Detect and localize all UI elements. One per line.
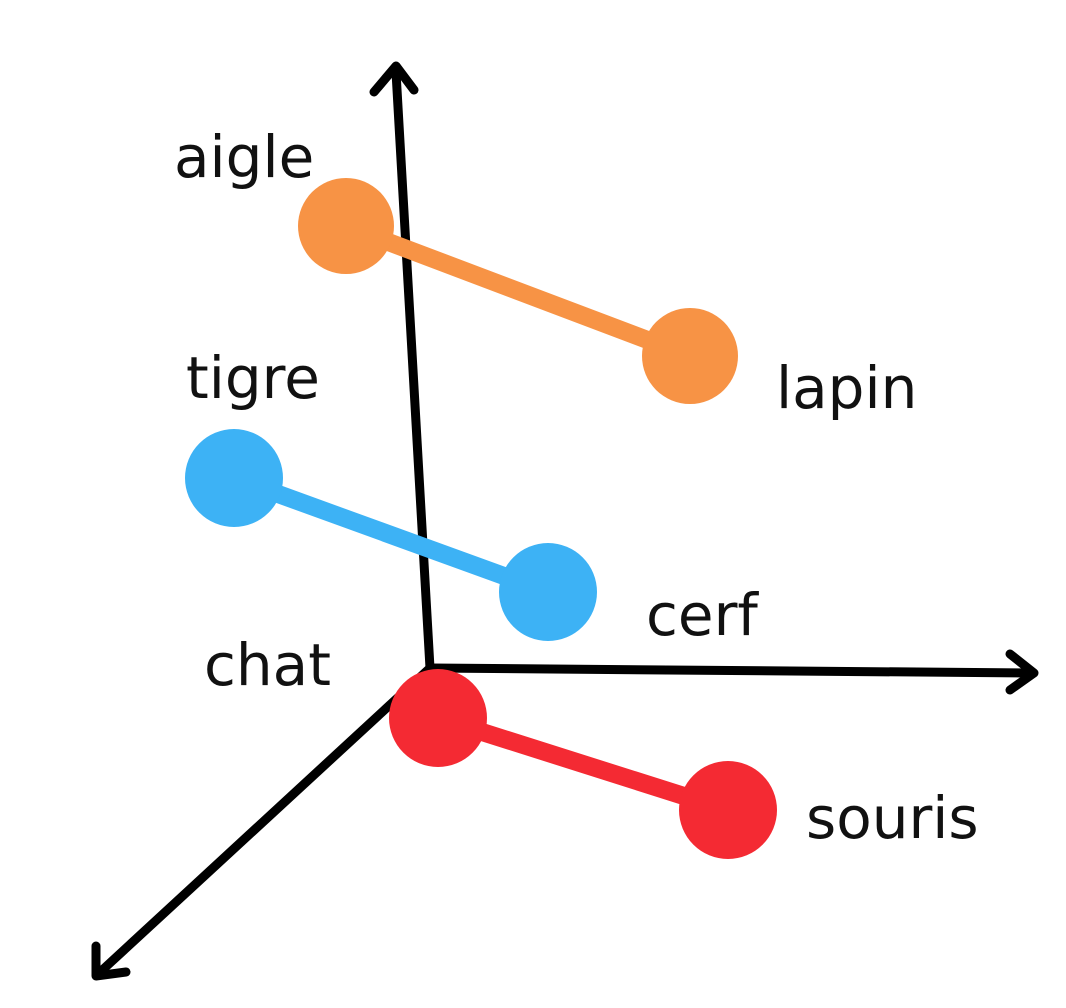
depth-axis-arrowhead — [91, 941, 131, 981]
label-cerf: cerf — [646, 581, 759, 649]
word-pair-aigle-lapin: aigle lapin — [174, 123, 917, 422]
vertical-axis — [391, 67, 435, 673]
label-aigle: aigle — [174, 123, 314, 191]
point-cerf — [499, 543, 597, 641]
horizontal-axis-arrowhead — [1005, 649, 1039, 695]
label-souris: souris — [806, 784, 979, 852]
label-chat: chat — [204, 631, 331, 699]
word-pair-tigre-cerf: tigre cerf — [185, 344, 759, 649]
pair-connector — [429, 709, 737, 819]
axes — [91, 61, 1039, 981]
point-lapin — [642, 308, 738, 404]
point-chat — [389, 669, 487, 767]
word-pair-chat-souris: chat souris — [204, 631, 979, 859]
vertical-axis-arrowhead — [369, 61, 419, 97]
point-souris — [679, 761, 777, 859]
depth-axis — [93, 663, 435, 979]
horizontal-axis — [425, 663, 1037, 678]
label-tigre: tigre — [186, 344, 320, 412]
label-lapin: lapin — [776, 354, 917, 422]
point-tigre — [185, 429, 283, 527]
pair-connector — [337, 217, 699, 365]
pair-connector — [225, 469, 557, 601]
point-aigle — [298, 178, 394, 274]
